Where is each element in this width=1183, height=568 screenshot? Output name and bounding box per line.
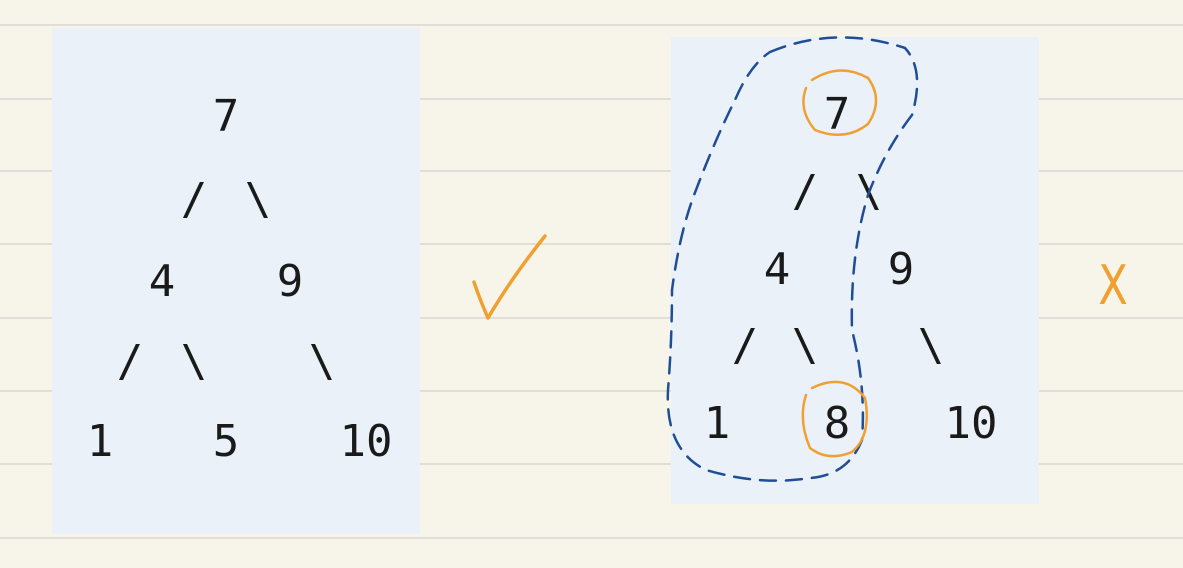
tree-node: 1: [86, 416, 114, 467]
valid-tree-panel: [52, 28, 420, 534]
ruled-line: [0, 243, 1183, 245]
tree-edge: \: [917, 320, 945, 371]
tree-node: 7: [823, 89, 851, 140]
tree-edge: \: [180, 336, 208, 387]
tree-edge: /: [791, 166, 819, 217]
tree-edge: \: [244, 174, 272, 225]
tree-node: 9: [887, 244, 915, 295]
tree-node: 10: [944, 398, 998, 449]
tree-node: 1: [703, 398, 731, 449]
tree-node: 4: [763, 244, 791, 295]
ruled-line: [0, 170, 1183, 172]
tree-node: 9: [276, 256, 304, 307]
x-mark: X: [1098, 254, 1128, 317]
tree-edge: /: [180, 174, 208, 225]
tree-edge: \: [308, 336, 336, 387]
tree-edge: \: [855, 166, 883, 217]
ruled-line: [0, 537, 1183, 539]
tree-node: 8: [823, 398, 851, 449]
tree-node: 7: [212, 91, 240, 142]
ruled-line: [0, 98, 1183, 100]
tree-node: 5: [212, 416, 240, 467]
tree-edge: \: [791, 320, 819, 371]
tree-node: 4: [148, 256, 176, 307]
tree-edge: /: [731, 320, 759, 371]
ruled-line: [0, 463, 1183, 465]
ruled-line: [0, 24, 1183, 26]
tree-edge: /: [116, 336, 144, 387]
tree-node: 10: [339, 416, 393, 467]
checkmark-icon: [472, 234, 547, 320]
ruled-line: [0, 317, 1183, 319]
ruled-line: [0, 390, 1183, 392]
